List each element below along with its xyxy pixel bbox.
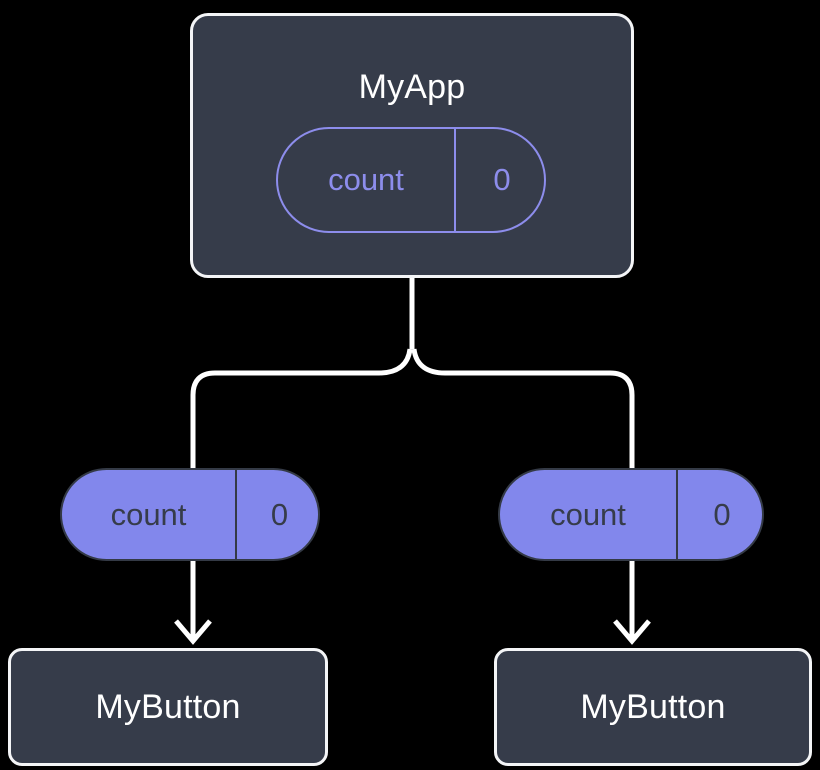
state-pill-right-branch[interactable]: count 0 xyxy=(498,468,764,561)
arrowhead-left-icon xyxy=(174,619,212,645)
arrowhead-right-icon xyxy=(613,619,651,645)
component-node-mybutton-left[interactable]: MyButton xyxy=(8,648,328,766)
state-key-myapp: count xyxy=(328,162,404,197)
state-value-left-branch: 0 xyxy=(235,470,318,559)
edge-fork-to-right-state xyxy=(411,348,635,470)
state-key-right-branch: count xyxy=(550,496,626,532)
edge-fork-to-left-state xyxy=(190,348,413,470)
component-label-myapp: MyApp xyxy=(358,68,466,106)
component-node-mybutton-right[interactable]: MyButton xyxy=(494,648,812,766)
state-pill-myapp[interactable]: count 0 xyxy=(276,127,546,233)
component-label-mybutton-left: MyButton xyxy=(95,688,241,726)
state-key-left-branch: count xyxy=(110,496,187,532)
state-value-right-branch: 0 xyxy=(676,470,762,559)
state-value-myapp: 0 xyxy=(454,129,544,231)
component-label-mybutton-right: MyButton xyxy=(580,688,726,726)
state-pill-left-branch[interactable]: count 0 xyxy=(60,468,320,561)
